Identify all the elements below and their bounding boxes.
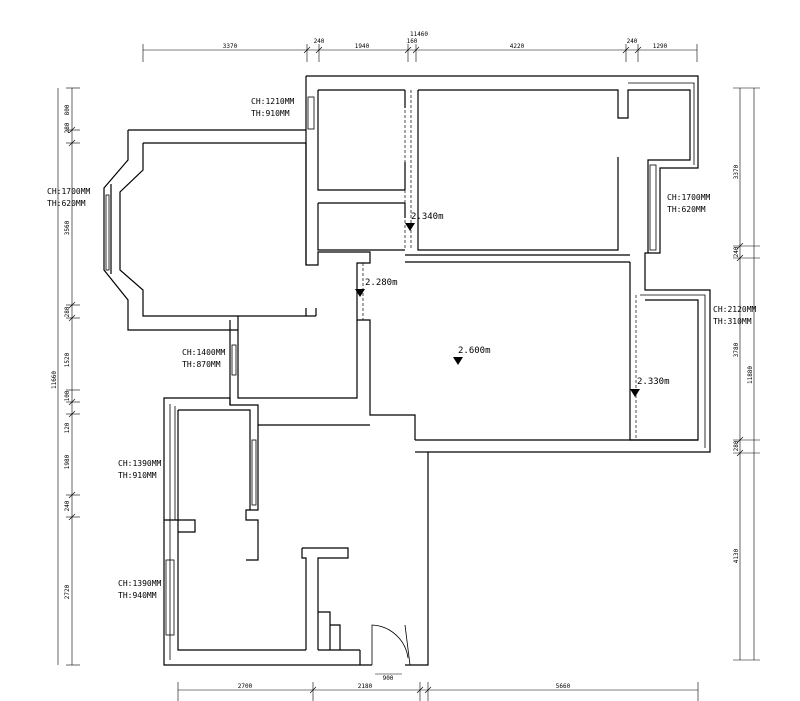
right-dimension-chain: 3370 240 3780 280 4130 11880 xyxy=(733,87,760,661)
dim-top-6: 240 xyxy=(627,38,638,45)
dim-top-overall: 11460 xyxy=(410,31,428,38)
level-2340: 2.340m xyxy=(411,212,444,222)
dim-right-1: 3370 xyxy=(733,164,740,179)
dim-left-9: 240 xyxy=(64,500,71,511)
dim-left-6: 100 xyxy=(64,390,71,401)
window-4-th: TH:310MM xyxy=(713,317,752,326)
dim-left-overall: 11660 xyxy=(51,371,58,389)
dim-top-5: 4220 xyxy=(510,43,525,50)
dim-left-3: 3560 xyxy=(64,220,71,235)
dim-right-3: 3780 xyxy=(733,342,740,357)
window-3-th: TH:620MM xyxy=(667,205,706,214)
ceiling-dashed-lines xyxy=(356,90,637,440)
window-2-th: TH:620MM xyxy=(47,199,86,208)
dim-top-3: 1940 xyxy=(355,43,370,50)
walls xyxy=(103,75,711,666)
dim-left-8: 1980 xyxy=(64,454,71,469)
dim-left-1: 800 xyxy=(64,104,71,115)
dim-right-overall: 11880 xyxy=(747,366,754,384)
door-width-label: 900 xyxy=(383,675,394,682)
window-6-ch: CH:1390MM xyxy=(118,459,162,468)
window-7-ch: CH:1390MM xyxy=(118,579,162,588)
window-1-th: TH:910MM xyxy=(251,109,290,118)
windows xyxy=(105,82,706,660)
level-marker-icon xyxy=(453,357,463,365)
window-2-ch: CH:1700MM xyxy=(47,187,91,196)
dim-left-10: 2720 xyxy=(64,584,71,599)
level-2280: 2.280m xyxy=(365,278,398,288)
level-marker-icon xyxy=(355,289,365,297)
window-6-th: TH:910MM xyxy=(118,471,157,480)
level-2330: 2.330m xyxy=(637,377,670,387)
level-marker-icon xyxy=(630,389,640,397)
window-1-ch: CH:1210MM xyxy=(251,97,295,106)
bottom-dimension-chain: 2700 2180 5660 xyxy=(177,682,699,701)
dim-right-2: 240 xyxy=(733,246,740,257)
dim-left-2: 280 xyxy=(64,122,71,133)
entry-door[interactable]: 900 xyxy=(371,624,411,682)
window-3-ch: CH:1700MM xyxy=(667,193,711,202)
top-dimension-chain: 11460 3370 240 1940 160 4220 240 1290 xyxy=(142,31,698,62)
left-dimension-chain: 800 280 3560 280 1520 100 120 1980 240 2… xyxy=(51,87,80,666)
dim-left-5: 1520 xyxy=(64,352,71,367)
window-5-th: TH:870MM xyxy=(182,360,221,369)
dim-bottom-3: 5660 xyxy=(556,683,571,690)
dim-left-4: 280 xyxy=(64,306,71,317)
dim-top-4: 160 xyxy=(407,38,418,45)
dim-top-7: 1290 xyxy=(653,43,668,50)
level-marker-icon xyxy=(405,223,415,231)
dim-bottom-2: 2180 xyxy=(358,683,373,690)
dim-top-1: 3370 xyxy=(223,43,238,50)
dim-bottom-1: 2700 xyxy=(238,683,253,690)
dim-right-4: 280 xyxy=(733,440,740,451)
level-2600: 2.600m xyxy=(458,346,491,356)
ceiling-level-markers: 2.340m 2.280m 2.600m 2.330m xyxy=(355,212,670,397)
dim-left-7: 120 xyxy=(64,422,71,433)
window-5-ch: CH:1400MM xyxy=(182,348,226,357)
window-4-ch: CH:2120MM xyxy=(713,305,757,314)
window-7-th: TH:940MM xyxy=(118,591,157,600)
dim-top-2: 240 xyxy=(314,38,325,45)
dim-right-5: 4130 xyxy=(733,548,740,563)
window-labels: CH:1210MM TH:910MM CH:1700MM TH:620MM CH… xyxy=(47,97,757,600)
